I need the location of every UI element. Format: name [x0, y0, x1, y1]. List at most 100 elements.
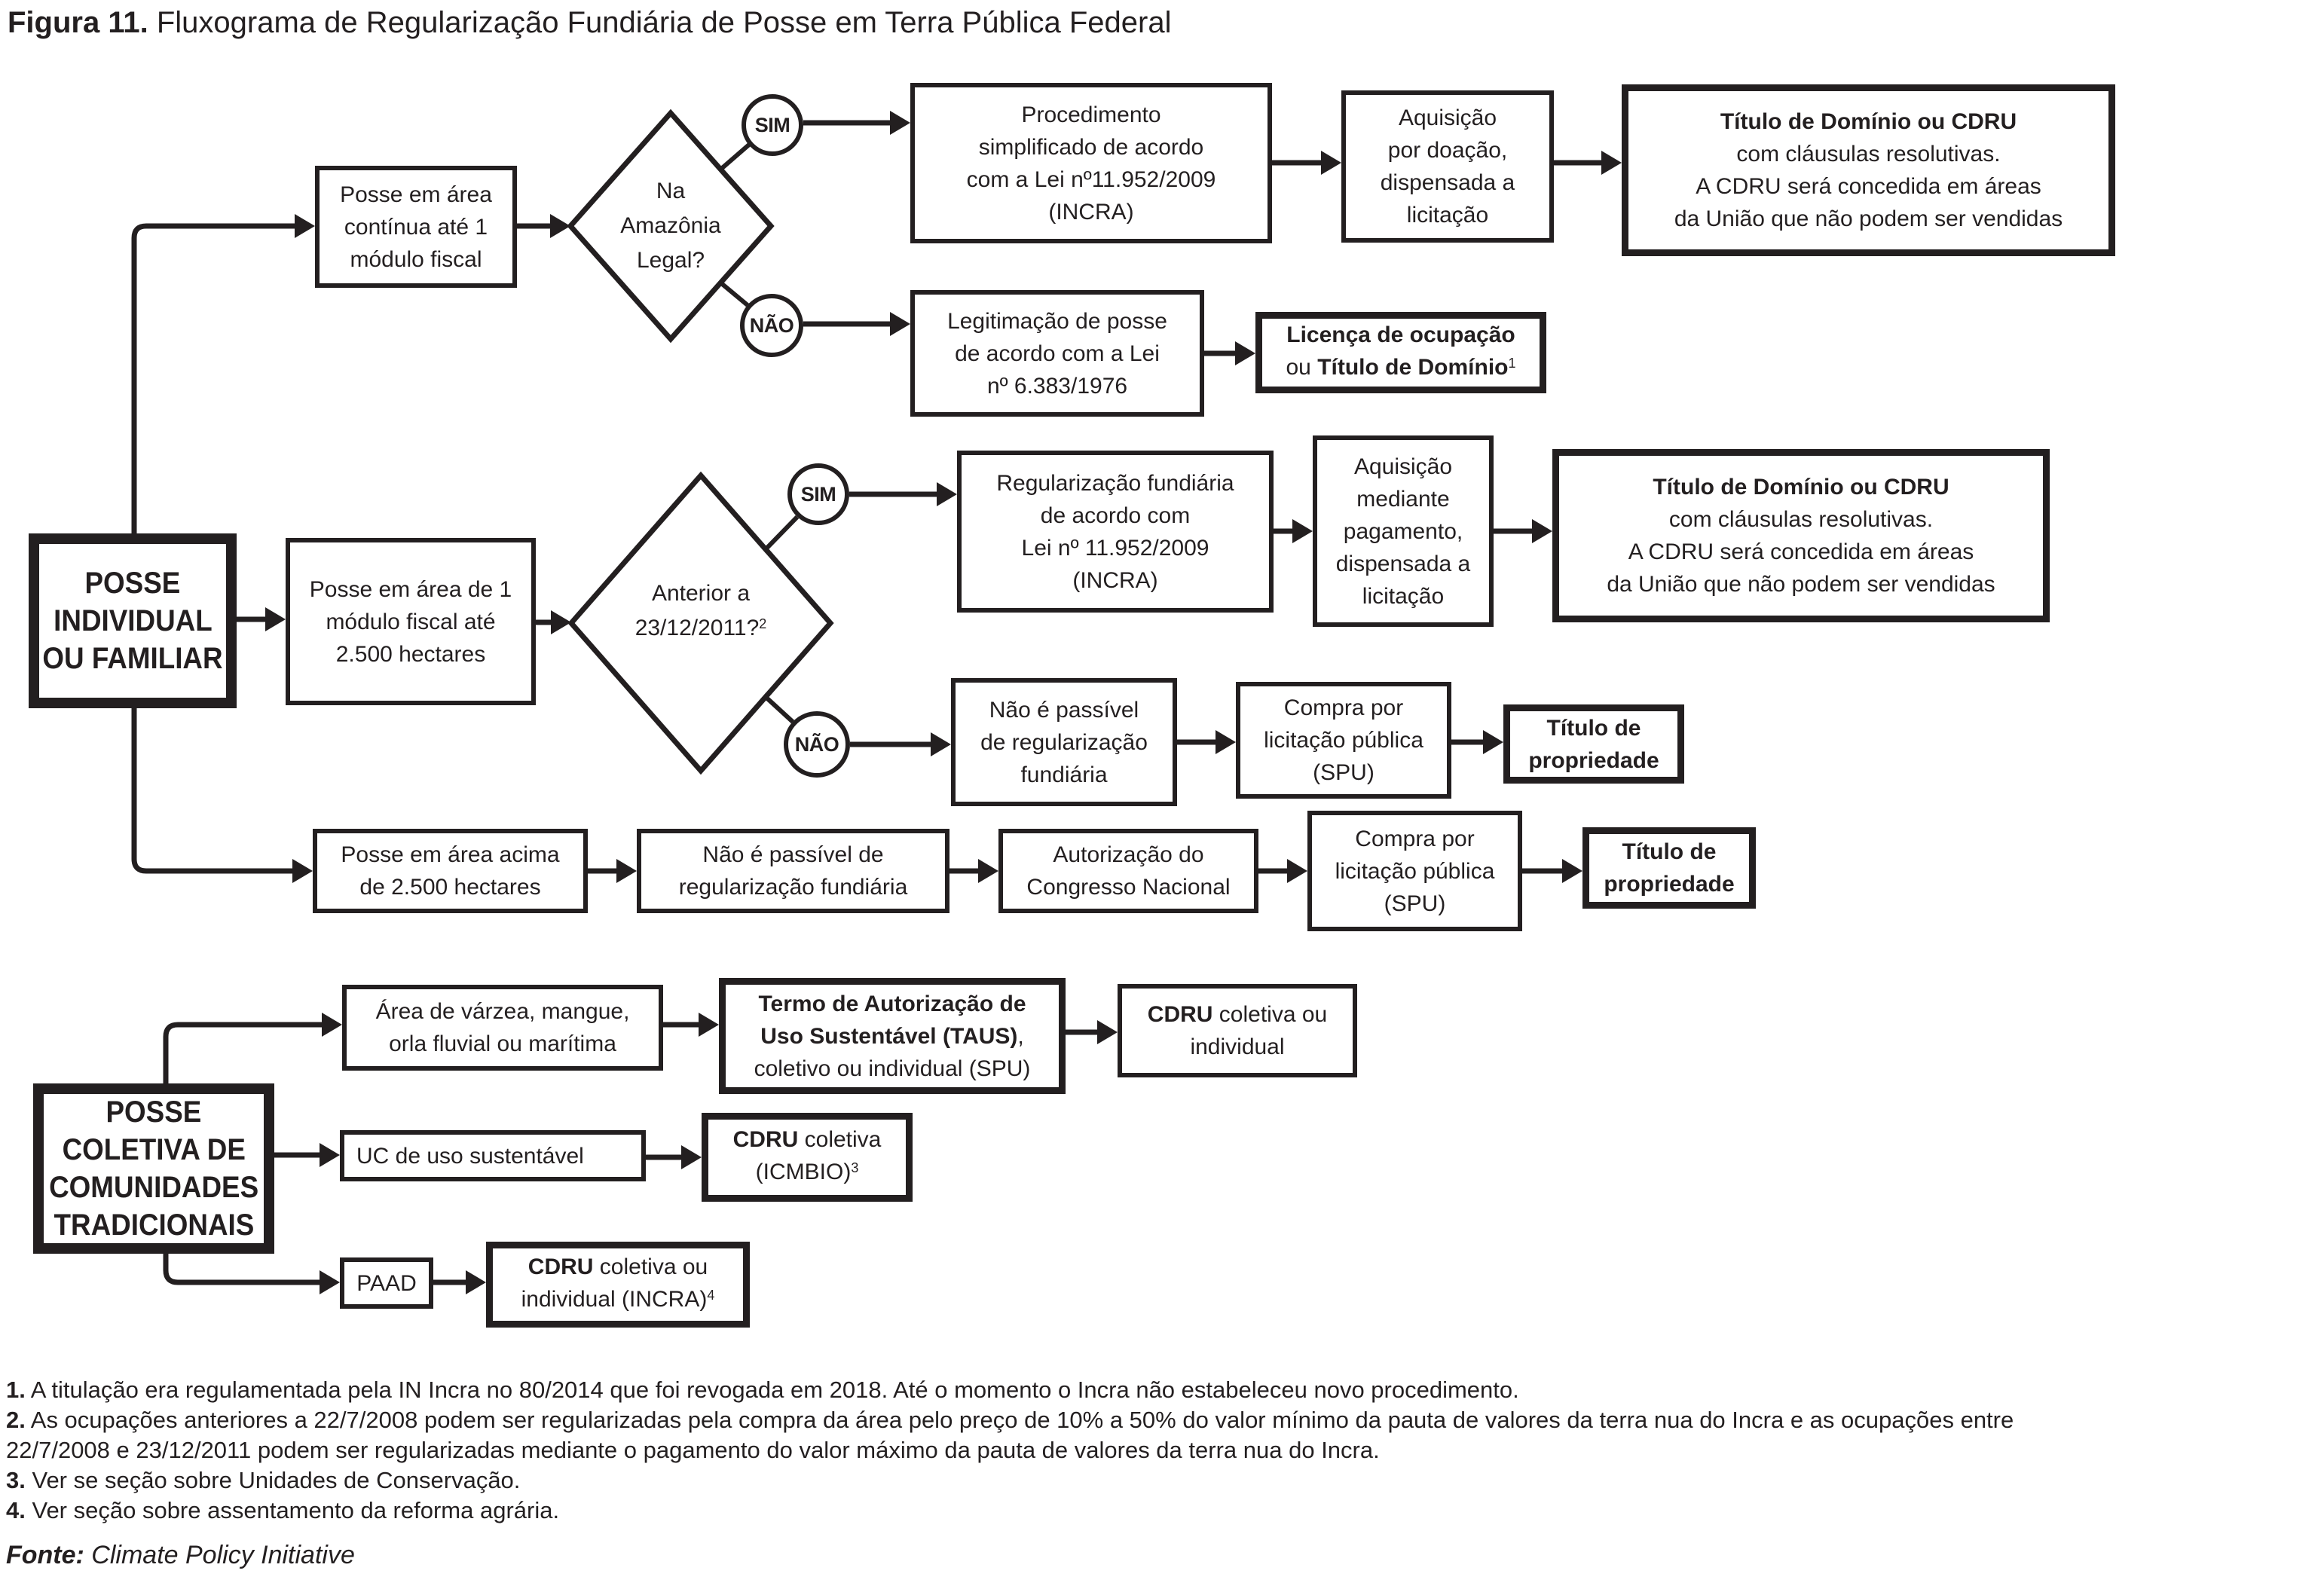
arrowhead-to-varzea — [322, 1013, 342, 1037]
node-text-line: Título de — [1546, 715, 1641, 741]
footnote-2-text1: As ocupações anteriores a 22/7/2008 pode… — [25, 1407, 2014, 1433]
arrowhead-to-cdru1 — [1601, 151, 1622, 175]
node-text-line: (SPU) — [1384, 891, 1446, 916]
node-text-line: Autorização do — [1053, 842, 1204, 867]
node-text-line: dispensada a — [1380, 170, 1515, 195]
arrowhead-to-naopassivel3 — [616, 859, 637, 883]
node-text-line: (INCRA) — [1048, 199, 1134, 225]
node-text-line: coletivo ou individual (SPU) — [754, 1056, 1031, 1081]
decision-anterior-2011-shape — [567, 471, 834, 775]
node-text-line: Posse em área — [340, 182, 492, 207]
arrowhead-to-taus — [699, 1013, 719, 1037]
connector-anterior-to-nao — [763, 695, 795, 724]
footnote-2-line1: 2. As ocupações anteriores a 22/7/2008 p… — [6, 1407, 2014, 1434]
footnote-3-number: 3. — [6, 1467, 26, 1493]
node-text-line: regularização fundiária — [678, 875, 908, 900]
node-text-line: CDRU coletiva ou — [1147, 1002, 1328, 1027]
node-text-line: de acordo com — [1040, 503, 1191, 528]
node-text-line: Posse em área acima — [341, 842, 560, 867]
node-text-line: com cláusulas resolutivas. — [1668, 507, 1934, 532]
arrowhead-to-compra2 — [1216, 730, 1236, 754]
arrowhead-to-licenca — [1235, 341, 1255, 365]
node-text-line: Compra por — [1355, 826, 1475, 851]
node-text-line: de acordo com a Lei — [955, 341, 1160, 366]
node-text-line: Procedimento — [1021, 102, 1161, 127]
node-text-line: Termo de Autorização de — [758, 991, 1026, 1016]
node-text-line: de regularização — [980, 729, 1148, 755]
node-titulo-propriedade-3: Título de propriedade — [1582, 827, 1756, 909]
node-text-line: com cláusulas resolutivas. — [1736, 142, 2001, 167]
footnote-2-number: 2. — [6, 1407, 26, 1433]
connector-trunk-bottom — [131, 708, 299, 874]
node-text-line: Aquisição — [1353, 454, 1453, 479]
node-text-line: TRADICIONAIS — [54, 1209, 254, 1242]
node-text-line: Título de Domínio ou CDRU — [1653, 475, 1949, 500]
node-titulo-propriedade-2: Título de propriedade — [1503, 704, 1684, 784]
node-titulo-dominio-cdru-2: Título de Domínio ou CDRU com cláusulas r… — [1552, 449, 2050, 622]
node-autorizacao-congresso: Autorização do Congresso Nacional — [998, 829, 1258, 913]
branch-sim-1: SIM — [742, 94, 803, 156]
node-text-line: OU FAMILIAR — [42, 642, 223, 675]
node-text-line: de 2.500 hectares — [359, 875, 541, 900]
footnote-1-text: A titulação era regulamentada pela IN In… — [25, 1377, 1519, 1403]
node-text-line: COMUNIDADES — [48, 1171, 259, 1204]
footnote-3: 3. Ver se seção sobre Unidades de Conser… — [6, 1467, 520, 1494]
node-text-line: Não é passível — [989, 697, 1139, 723]
node-text-line: Congresso Nacional — [1026, 875, 1231, 900]
node-text-line: fundiária — [1020, 762, 1108, 787]
node-text-line: Legitimação de posse — [947, 308, 1167, 334]
node-text-line: Título de — [1622, 839, 1717, 864]
footnote-4-number: 4. — [6, 1497, 26, 1523]
node-text-line: individual (INCRA)4 — [521, 1287, 715, 1312]
source-label: Fonte: — [6, 1541, 84, 1569]
figure-title: Figura 11. Fluxograma de Regularização F… — [8, 6, 1171, 40]
node-text-line: 23/12/2011?2 — [635, 615, 767, 640]
node-text-line: Amazônia — [620, 213, 721, 238]
connector-amazonia-to-sim — [719, 142, 751, 172]
node-text-line: Na — [656, 179, 686, 203]
node-text-line: A CDRU será concedida em áreas — [1628, 539, 1974, 564]
arrowhead-to-regularizacao — [937, 482, 957, 506]
arrowhead-to-paad — [320, 1270, 340, 1294]
branch-nao-1: NÃO — [740, 294, 803, 357]
node-text-line: INDIVIDUAL — [53, 604, 213, 637]
node-text-line: propriedade — [1604, 872, 1735, 897]
footnote-1-number: 1. — [6, 1377, 26, 1403]
node-text-line: licitação — [1362, 583, 1445, 609]
node-posse-acima-2500: Posse em área acima de 2.500 hectares — [313, 829, 588, 913]
node-text-line: Posse em área de 1 — [309, 576, 512, 602]
node-nao-passivel-2: Não é passível de regularização fundiária — [951, 678, 1177, 806]
node-text-line: (SPU) — [1313, 760, 1375, 785]
node-text-line: licitação — [1406, 203, 1489, 228]
footnote-1: 1. A titulação era regulamentada pela IN… — [6, 1377, 1519, 1404]
source-line: Fonte: Climate Policy Initiative — [6, 1541, 355, 1570]
node-text-line: Compra por — [1283, 695, 1404, 720]
arrowhead-to-naopassivel2 — [931, 732, 951, 756]
node-text-line: COLETIVA DE — [62, 1133, 246, 1166]
node-text-line: com a Lei nº11.952/2009 — [966, 167, 1216, 192]
footnote-4: 4. Ver seção sobre assentamento da refor… — [6, 1497, 559, 1524]
node-text-line: propriedade — [1528, 747, 1659, 773]
footnote-3-text: Ver se seção sobre Unidades de Conservaç… — [25, 1467, 521, 1493]
connector-anterior-to-sim — [763, 515, 800, 552]
node-text-line: A CDRU será concedida em áreas — [1696, 174, 2041, 199]
connector-trunk-top — [131, 223, 301, 534]
node-text-line: POSSE — [105, 1095, 202, 1129]
node-text-line: orla fluvial ou marítima — [389, 1031, 616, 1056]
arrowhead-to-uc — [320, 1143, 340, 1167]
connector-coletiva-to-varzea — [163, 1022, 324, 1089]
